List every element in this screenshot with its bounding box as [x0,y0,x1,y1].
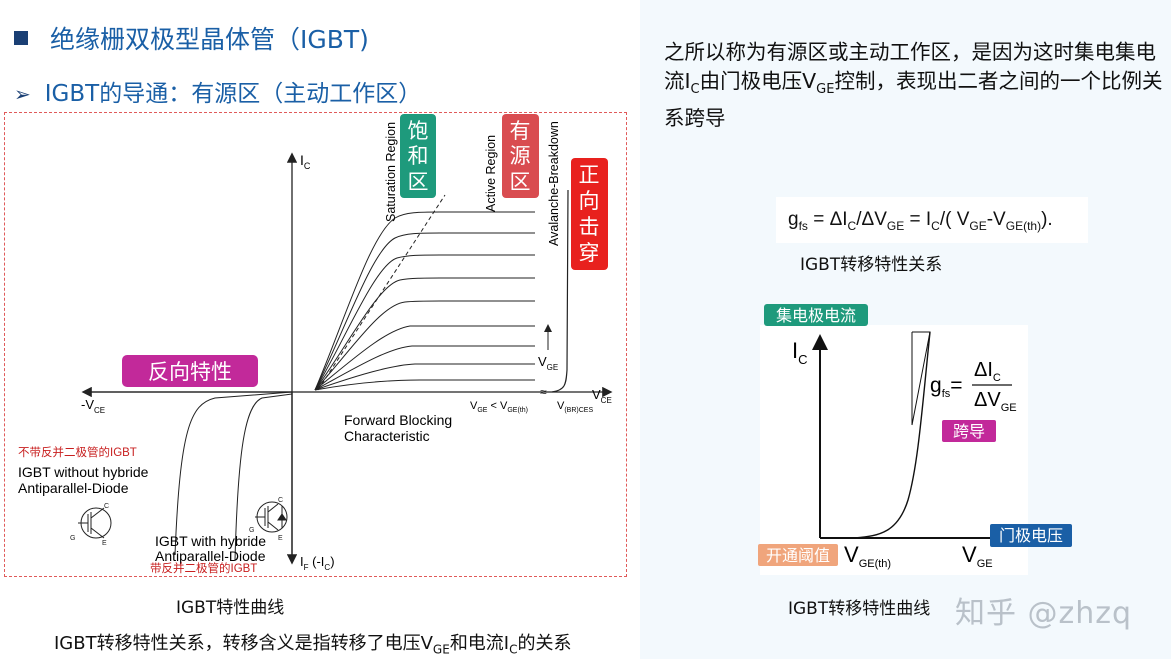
svg-text:有: 有 [510,120,531,143]
bottom-text: IGBT转移特性关系，转移含义是指转移了电压VGE和电流IC的关系 [54,629,572,657]
desc-part: 由门极电压V [699,69,817,93]
right-diagram-caption: IGBT转移特性曲线 [788,599,931,619]
axis-break-mark: ≈ [540,385,547,399]
curve-2 [314,232,535,391]
with-diode-cn-label: 带反并二极管的IGBT [150,561,257,575]
svg-text:反向特性: 反向特性 [148,361,232,384]
gfs-numerator: ΔIC [974,359,1001,384]
desc-part: 之所以称为有源区或主动工作区，是因为这时集电集电流I [664,40,1156,93]
gfs-label: gfs= [930,374,963,400]
svg-text:击: 击 [579,216,600,239]
description-text: 之所以称为有源区或主动工作区，是因为这时集电集电流IC由门极电压VGE控制，表现… [664,38,1169,133]
transfer-characteristic-diagram: IC gfs= ΔIC ΔVGE VGE(th) VGE 集电极电流 跨导 门极… [758,304,1072,575]
curve-5 [314,300,535,391]
bottom-part: 的关系 [517,633,572,654]
badge-collector-current: 集电极电流 [764,304,868,326]
svg-text:E: E [278,535,283,542]
saturation-boundary [317,194,446,391]
badge-gate-voltage: 门极电压 [990,524,1072,547]
vth-label: VGE(th) [844,542,891,570]
with-diode-en-label: Antiparallel-Diode [155,548,266,564]
without-diode-cn-label: 不带反并二极管的IGBT [18,445,137,459]
active-region-label: Active Region [484,135,498,212]
avalanche-breakdown-label: Avalanche-Breakdown [547,121,561,246]
curve-4 [314,277,535,391]
svg-text:饱: 饱 [408,120,429,143]
svg-text:源: 源 [510,145,531,168]
reverse-curve-without-diode [174,391,293,556]
ic-axis-label-right: IC [792,338,808,367]
transconductance-formula: gfs = ΔIC/ΔVGE = IC/( VGE-VGE(th)). [776,197,1088,243]
svg-text:和: 和 [408,145,429,168]
badge-saturation: 饱 和 区 [400,114,436,198]
svg-text:向: 向 [579,190,600,213]
gfs-denominator: ΔVGE [974,389,1017,414]
slope-triangle [911,331,931,426]
svg-text:区: 区 [408,171,429,194]
vge-threshold-condition: VGE < VGE(th) [470,400,528,414]
forward-blocking-label: Forward Blocking [344,412,452,428]
curve-6 [314,325,535,391]
badge-transconductance: 跨导 [942,420,996,442]
svg-text:C: C [104,503,109,510]
forward-blocking-label: Characteristic [344,428,430,444]
arrow-bullet-icon: ➢ [14,82,31,106]
without-diode-en-label: Antiparallel-Diode [18,480,129,496]
transfer-plot-background [760,325,1028,575]
watermark: 知乎 @zhzq [955,596,1133,631]
desc-sub: GE [816,82,835,98]
ic-axis-label: IC [300,152,311,171]
vce-axis-label: VCE [592,387,612,405]
svg-text:区: 区 [510,171,531,194]
bottom-part: 和电流I [449,633,510,654]
badge-reverse: 反向特性 [122,355,258,387]
formula-caption: IGBT转移特性关系 [800,255,943,275]
bottom-sub: C [509,642,518,657]
curve-3 [314,254,535,391]
breakdown-voltage-label: V(BR)CES [557,400,593,414]
badge-threshold: 开通阈值 [758,544,838,566]
svg-text:门极电压: 门极电压 [999,527,1063,545]
vge-label-right: VGE [962,542,993,570]
if-axis-label: IF (-IC) [300,554,335,572]
reverse-curve-with-diode [234,393,293,561]
page-subtitle: ➢ IGBT的导通：有源区（主动工作区） [14,74,421,108]
svg-text:穿: 穿 [579,242,600,265]
svg-text:开通阈值: 开通阈值 [766,547,830,565]
output-curves [314,211,535,391]
curve-9 [314,379,535,391]
bullet-square-icon [14,31,28,45]
page-title-text: 绝缘栅双极型晶体管（IGBT) [50,25,369,54]
curve-1 [314,211,535,391]
vge-label: VGE [538,354,558,372]
transfer-curve [820,331,931,539]
page-subtitle-text: IGBT的导通：有源区（主动工作区） [44,81,422,107]
svg-text:E: E [102,540,107,547]
svg-text:G: G [70,535,75,542]
badge-breakdown: 正 向 击 穿 [571,158,608,270]
igbt-symbol-icon: C G E [70,503,112,547]
bottom-sub: GE [432,642,450,657]
neg-vce-axis-label: -VCE [81,397,105,415]
saturation-region-label: Saturation Region [384,122,398,222]
left-diagram-caption: IGBT特性曲线 [176,598,285,618]
desc-part: 控制，表现出二者之间的一个比例关系跨导 [664,69,1163,131]
bottom-part: IGBT转移特性关系，转移含义是指转移了电压V [54,633,433,654]
avalanche-curve [551,189,569,393]
svg-text:C: C [278,497,283,504]
without-diode-en-label: IGBT without hybride [18,464,149,480]
igbt-output-characteristic-diagram: ≈ IC VCE -VCE IF (-IC) VGE VGE < VGE(th)… [18,114,613,575]
characteristic-diagram-panel [4,112,627,577]
desc-sub: C [690,82,700,98]
badge-active: 有 源 区 [502,114,539,198]
curve-8 [314,363,535,391]
curve-7 [314,345,535,391]
svg-text:跨导: 跨导 [953,423,985,441]
with-diode-en-label: IGBT with hybride [155,533,266,549]
page-title: 绝缘栅双极型晶体管（IGBT) [14,20,369,56]
svg-text:正: 正 [579,164,600,187]
igbt-with-diode-symbol-icon: C G E [249,497,288,542]
svg-text:集电极电流: 集电极电流 [776,307,856,325]
svg-text:G: G [249,527,254,534]
